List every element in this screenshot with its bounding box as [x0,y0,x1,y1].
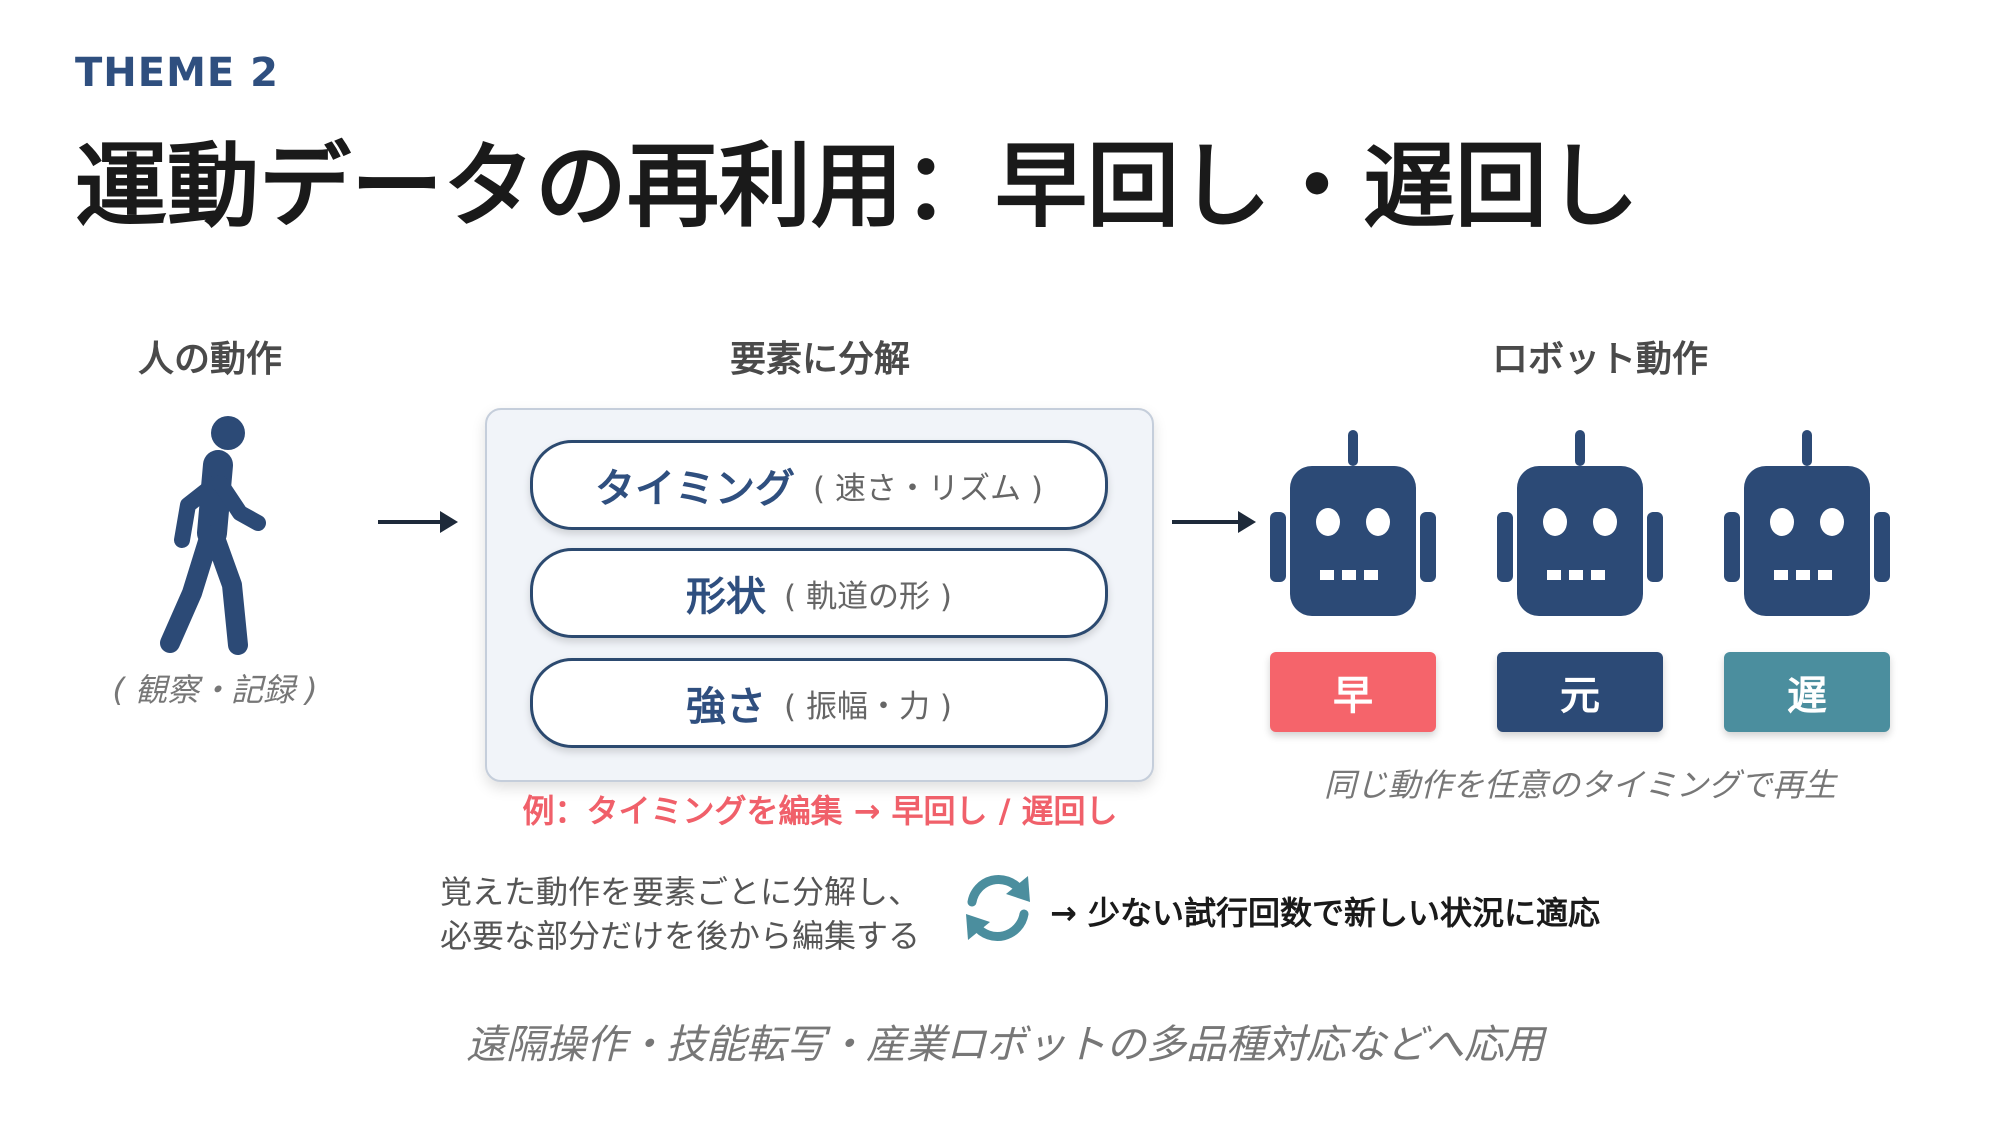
human-caption: ( 観察・記録 ) [112,671,318,709]
heading-robot-motion: ロボット動作 [1491,339,1708,380]
element-pill-timing: タイミング ( 速さ・リズム ) [530,440,1108,530]
robot-icon [1497,430,1663,616]
speed-badge-fast: 早 [1270,652,1436,732]
element-label: タイミング [595,466,796,512]
speed-badge-slow: 遅 [1724,652,1890,732]
theme-label: THEME 2 [75,50,279,96]
arrow-right [378,511,458,533]
heading-decompose: 要素に分解 [729,339,910,380]
element-label: 形状 [686,574,767,620]
element-pill-strength: 強さ ( 振幅・力 ) [530,658,1108,748]
summary-line-1: 覚えた動作を要素ごとに分解し、 [440,873,921,911]
element-detail: ( 振幅・力 ) [784,688,952,725]
arrow-right [1172,511,1256,533]
element-pill-shape: 形状 ( 軌道の形 ) [530,548,1108,638]
page-title: 運動データの再利用：早回し・遅回し [75,133,1640,240]
summary-result: → 少ない試行回数で新しい状況に適応 [1050,894,1600,932]
robot-caption: 同じ動作を任意のタイミングで再生 [1323,766,1836,804]
element-label: 強さ [686,684,767,730]
example-text: 例：タイミングを編集 → 早回し / 遅回し [522,792,1118,830]
cycle-arrows-icon [966,875,1030,941]
element-detail: ( 速さ・リズム ) [813,470,1043,507]
summary-line-2: 必要な部分だけを後から編集する [440,917,921,955]
summary-text: 覚えた動作を要素ごとに分解し、 必要な部分だけを後から編集する [440,870,920,958]
applications-text: 遠隔操作・技能転写・産業ロボットの多品種対応などへ応用 [466,1022,1544,1068]
robot-icon [1270,430,1436,616]
walking-person-icon [160,416,266,655]
element-detail: ( 軌道の形 ) [784,578,952,615]
robot-icon [1724,430,1890,616]
heading-human-motion: 人の動作 [137,339,282,380]
speed-badge-normal: 元 [1497,652,1663,732]
